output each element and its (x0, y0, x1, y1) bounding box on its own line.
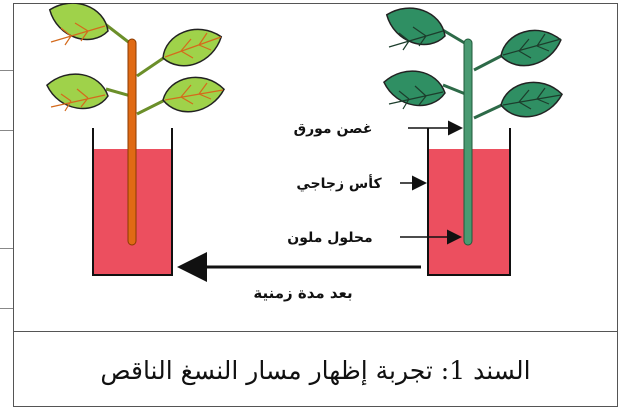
figure-caption: السند 1: تجربة إظهار مسار النسغ الناقص (100, 356, 530, 385)
leaf-after-4 (160, 72, 227, 116)
label-leafy-branch: غصن مورق (294, 121, 373, 137)
label-colored-solution: محلول ملون (287, 230, 372, 246)
plant-before (381, 3, 565, 121)
leaf-before-4 (498, 77, 565, 121)
caption-row: السند 1: تجربة إظهار مسار النسغ الناقص (13, 333, 618, 407)
stem-after (128, 39, 136, 245)
left-edge-table-fragment (0, 70, 13, 308)
caption-divider (13, 331, 618, 332)
label-after-time: بعد مدة زمنية (253, 284, 352, 302)
experiment-figure: غصن مورق كأس زجاجي محلول ملون بعد مدة زم… (13, 3, 618, 331)
stem-before (464, 39, 472, 245)
label-glass-cup: كأس زجاجي (296, 174, 382, 192)
leaf-before-1 (381, 3, 451, 52)
